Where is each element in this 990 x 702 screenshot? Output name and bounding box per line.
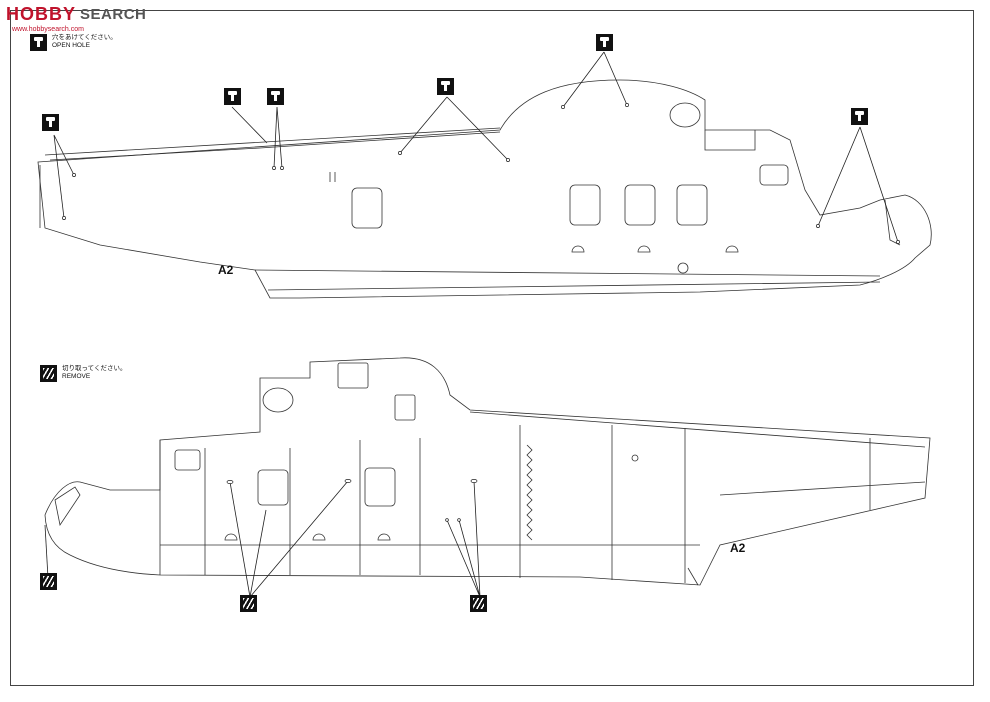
watermark-logo: HOBBY bbox=[6, 4, 77, 24]
watermark: HOBBY SEARCH www.hobbysearch.com bbox=[6, 4, 147, 33]
part-label-bottom: A2 bbox=[730, 541, 746, 555]
callout-lines bbox=[44, 51, 899, 598]
part-label-top: A2 bbox=[218, 263, 234, 277]
bottom-fuselage-outline bbox=[44, 357, 931, 586]
legend-remove-jp: 切り取ってください。 bbox=[62, 365, 127, 372]
open-hole-callout-1 bbox=[42, 114, 59, 131]
legend-open-en: OPEN HOLE bbox=[52, 42, 90, 49]
open-hole-callout-5 bbox=[596, 34, 613, 51]
legend-remove-en: REMOVE bbox=[62, 373, 91, 380]
remove-callout-1 bbox=[240, 595, 257, 612]
drill-hole-icon bbox=[30, 34, 47, 51]
watermark-url: www.hobbysearch.com bbox=[12, 26, 84, 33]
legend-open-jp: 穴をあけてください。 bbox=[52, 34, 117, 41]
sheet-frame bbox=[10, 10, 974, 686]
open-hole-callout-4 bbox=[437, 78, 454, 95]
cut-remove-icon bbox=[40, 365, 57, 382]
remove-callout-3 bbox=[40, 573, 57, 590]
open-hole-callout-6 bbox=[851, 108, 868, 125]
watermark-site: SEARCH bbox=[80, 6, 147, 23]
top-fuselage-outline bbox=[37, 79, 932, 299]
legend-open-hole: 穴をあけてください。 OPEN HOLE bbox=[30, 34, 117, 51]
hole-markers bbox=[62, 103, 900, 522]
legend-remove: 切り取ってください。 REMOVE bbox=[40, 365, 126, 382]
open-hole-callout-2 bbox=[224, 88, 241, 105]
remove-callout-2 bbox=[470, 595, 487, 612]
open-hole-callout-3 bbox=[267, 88, 284, 105]
